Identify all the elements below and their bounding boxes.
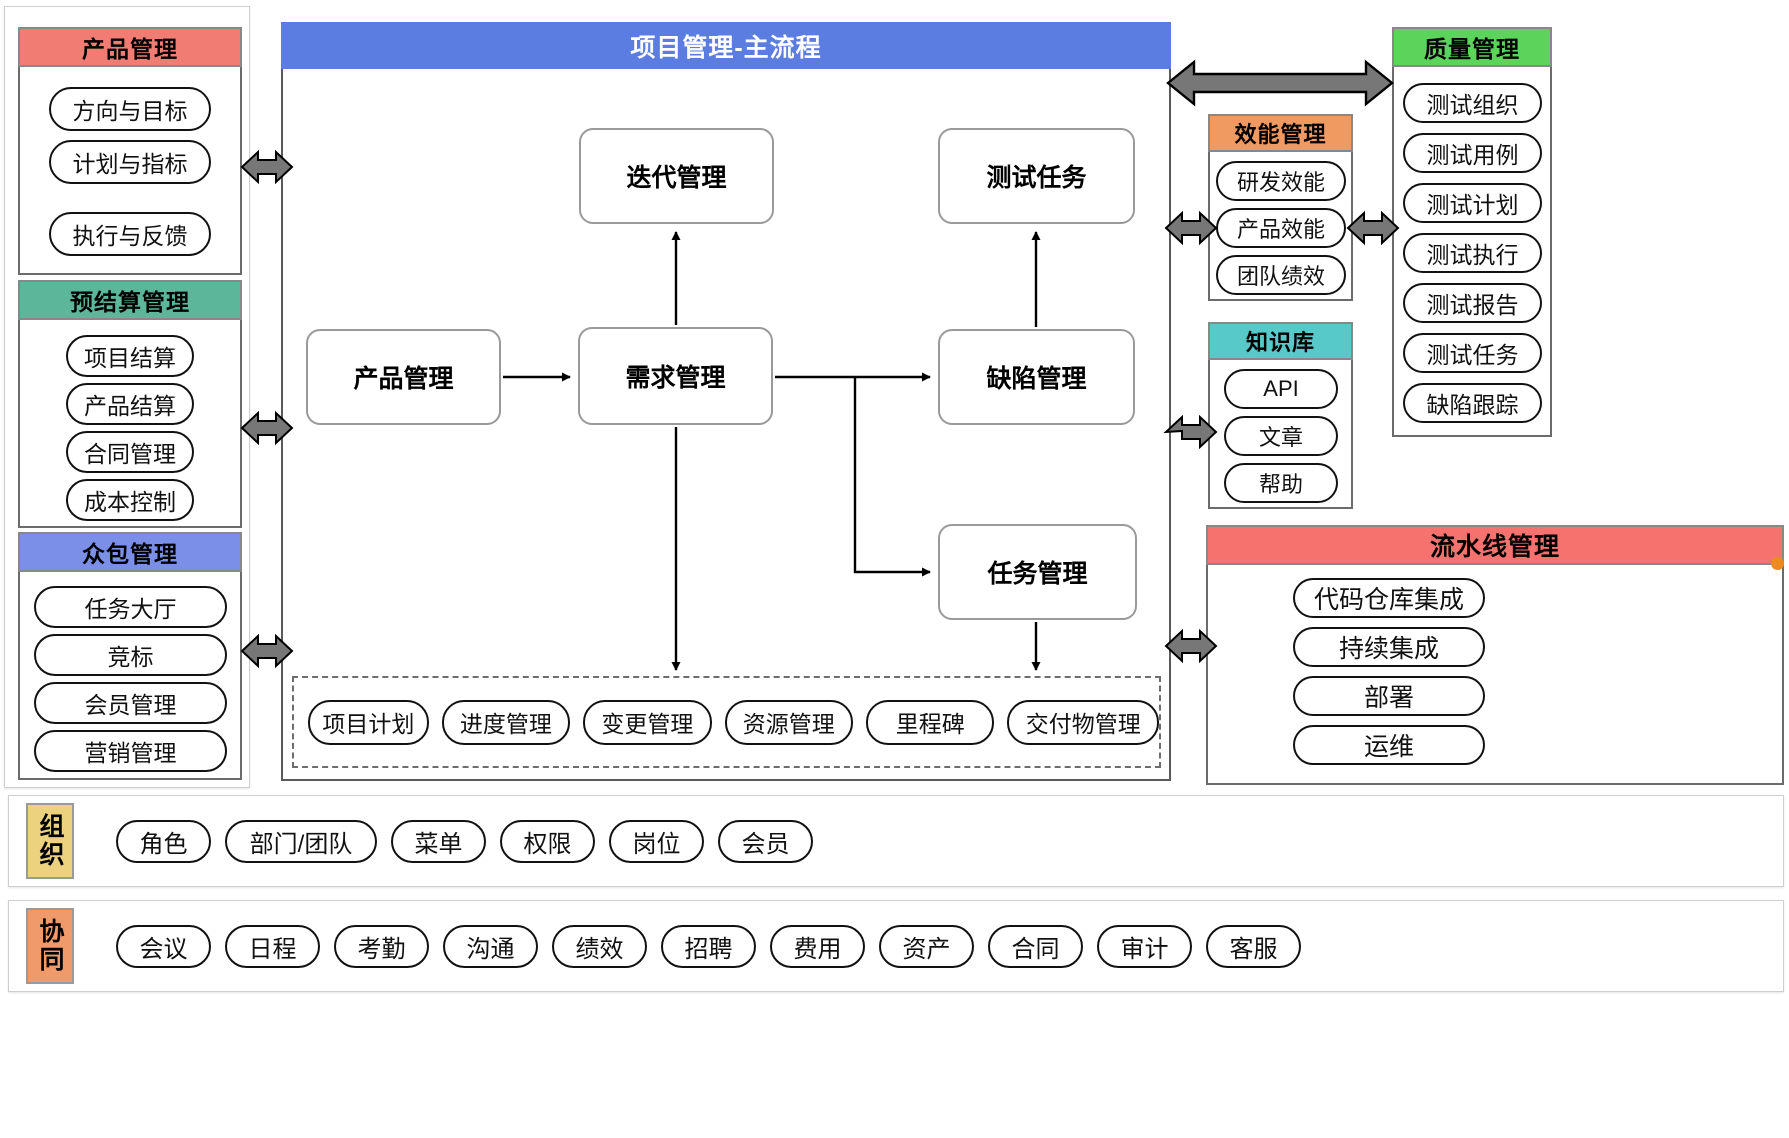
pill-change-management[interactable]: 变更管理 [583,699,712,745]
pill-team-performance[interactable]: 团队绩效 [1216,255,1346,295]
pill-test-case[interactable]: 测试用例 [1403,133,1542,173]
collaboration-row-tag: 协同 [26,908,74,984]
panel-header-budget-settlement: 预结算管理 [18,280,242,320]
pill-marketing-management[interactable]: 营销管理 [34,730,227,772]
bidirectional-arrow-top-long-icon [1166,59,1394,107]
pill-deploy[interactable]: 部署 [1293,676,1485,716]
pill-member-management[interactable]: 会员管理 [34,682,227,724]
node-defect-management[interactable]: 缺陷管理 [938,329,1135,425]
pill-direction-goal[interactable]: 方向与目标 [49,87,211,131]
pill-contract-management[interactable]: 合同管理 [66,431,194,473]
pill-test-report[interactable]: 测试报告 [1403,283,1542,323]
pill-progress-management[interactable]: 进度管理 [441,699,571,745]
pill-audit[interactable]: 审计 [1097,924,1192,968]
pill-test-execution[interactable]: 测试执行 [1403,233,1542,273]
pill-position[interactable]: 岗位 [609,819,704,863]
pill-bidding[interactable]: 竞标 [34,634,227,676]
pill-contract[interactable]: 合同 [988,924,1083,968]
node-test-task[interactable]: 测试任务 [938,128,1135,224]
panel-header-quality-management: 质量管理 [1392,27,1552,67]
panel-header-pipeline-management: 流水线管理 [1206,525,1784,565]
node-iteration-management[interactable]: 迭代管理 [579,128,774,224]
pill-role[interactable]: 角色 [116,819,211,863]
pill-communication[interactable]: 沟通 [443,924,538,968]
pill-rd-efficiency[interactable]: 研发效能 [1216,161,1346,201]
pill-deliverable-management[interactable]: 交付物管理 [1007,699,1159,745]
pill-customer-service[interactable]: 客服 [1206,924,1301,968]
pill-milestone[interactable]: 里程碑 [865,699,995,745]
pill-cost-control[interactable]: 成本控制 [66,479,194,521]
status-dot-icon [1771,557,1784,570]
collaboration-row-items: 会议 日程 考勤 沟通 绩效 招聘 费用 资产 合同 审计 客服 [116,923,1301,969]
pill-asset[interactable]: 资产 [879,924,974,968]
pill-operations[interactable]: 运维 [1293,725,1485,765]
pill-expense[interactable]: 费用 [770,924,865,968]
pill-schedule[interactable]: 日程 [225,924,320,968]
pill-product-settlement[interactable]: 产品结算 [66,383,194,425]
node-product-management[interactable]: 产品管理 [306,329,501,425]
execution-subitems-group: 项目计划 进度管理 变更管理 资源管理 里程碑 交付物管理 [292,676,1161,768]
pill-api[interactable]: API [1224,369,1338,409]
node-requirement-management[interactable]: 需求管理 [578,327,773,425]
pill-execute-feedback[interactable]: 执行与反馈 [49,212,211,256]
pill-code-repo-integration[interactable]: 代码仓库集成 [1293,578,1485,618]
panel-header-crowdsourcing: 众包管理 [18,532,242,572]
node-task-management[interactable]: 任务管理 [938,524,1137,620]
organization-row-tag: 组织 [26,803,74,879]
bidirectional-arrow-quality-right-icon [1346,210,1400,246]
pill-product-efficiency[interactable]: 产品效能 [1216,208,1346,248]
pill-test-plan[interactable]: 测试计划 [1403,183,1542,223]
pill-help[interactable]: 帮助 [1224,463,1338,503]
panel-header-efficiency-management: 效能管理 [1208,114,1353,152]
pill-permission[interactable]: 权限 [500,819,595,863]
organization-row-items: 角色 部门/团队 菜单 权限 岗位 会员 [116,818,813,864]
pill-menu[interactable]: 菜单 [391,819,486,863]
pill-article[interactable]: 文章 [1224,416,1338,456]
pill-department-team[interactable]: 部门/团队 [225,819,377,863]
pill-meeting[interactable]: 会议 [116,924,211,968]
panel-header-efficiency-label: 效能管理 [1234,122,1327,147]
pill-continuous-integration[interactable]: 持续集成 [1293,627,1485,667]
panel-header-knowledge-base: 知识库 [1208,322,1353,360]
main-flow-title: 项目管理-主流程 [281,22,1171,69]
pill-project-plan[interactable]: 项目计划 [308,699,429,745]
pill-recruitment[interactable]: 招聘 [661,924,756,968]
pill-member[interactable]: 会员 [718,819,813,863]
pill-project-settlement[interactable]: 项目结算 [66,335,194,377]
pill-resource-management[interactable]: 资源管理 [724,699,853,745]
pill-attendance[interactable]: 考勤 [334,924,429,968]
panel-header-product-management: 产品管理 [18,27,242,67]
pill-performance[interactable]: 绩效 [552,924,647,968]
pill-test-task[interactable]: 测试任务 [1403,333,1542,373]
pill-plan-metrics[interactable]: 计划与指标 [49,140,211,184]
pill-test-organization[interactable]: 测试组织 [1403,83,1542,123]
pill-task-hall[interactable]: 任务大厅 [34,586,227,628]
pill-defect-tracking[interactable]: 缺陷跟踪 [1403,383,1542,423]
